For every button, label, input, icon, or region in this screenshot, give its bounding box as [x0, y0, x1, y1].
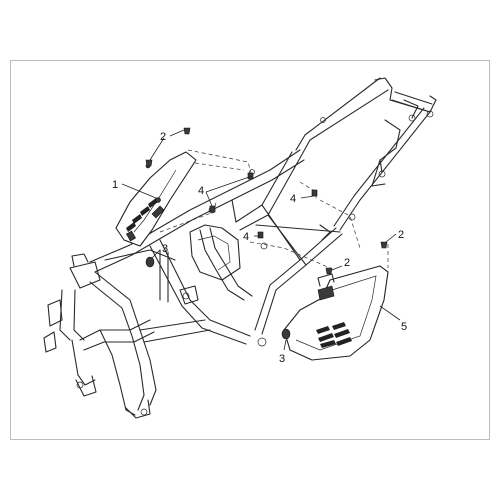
grommet-part-3: [281, 328, 291, 340]
left-side-cover: [115, 151, 197, 247]
callout-4: 4: [198, 185, 204, 197]
right-side-cover: [283, 265, 389, 361]
callout-4: 4: [243, 231, 249, 243]
callout-labels: 1 2 2 2 3 3 4 4 4 5: [112, 131, 407, 365]
callout-2: 2: [160, 131, 166, 143]
callout-1: 1: [112, 179, 118, 191]
callout-2: 2: [398, 229, 404, 241]
callout-4: 4: [290, 193, 296, 205]
callout-5: 5: [401, 321, 407, 333]
callout-3: 3: [162, 243, 168, 255]
motorcycle-frame: [43, 77, 437, 419]
callout-2: 2: [344, 257, 350, 269]
callout-3: 3: [279, 353, 285, 365]
grommet-part-3: [145, 256, 155, 268]
spacer-part-4: [209, 172, 318, 239]
drawing-border: [10, 60, 490, 440]
leader-lines: [121, 129, 401, 351]
